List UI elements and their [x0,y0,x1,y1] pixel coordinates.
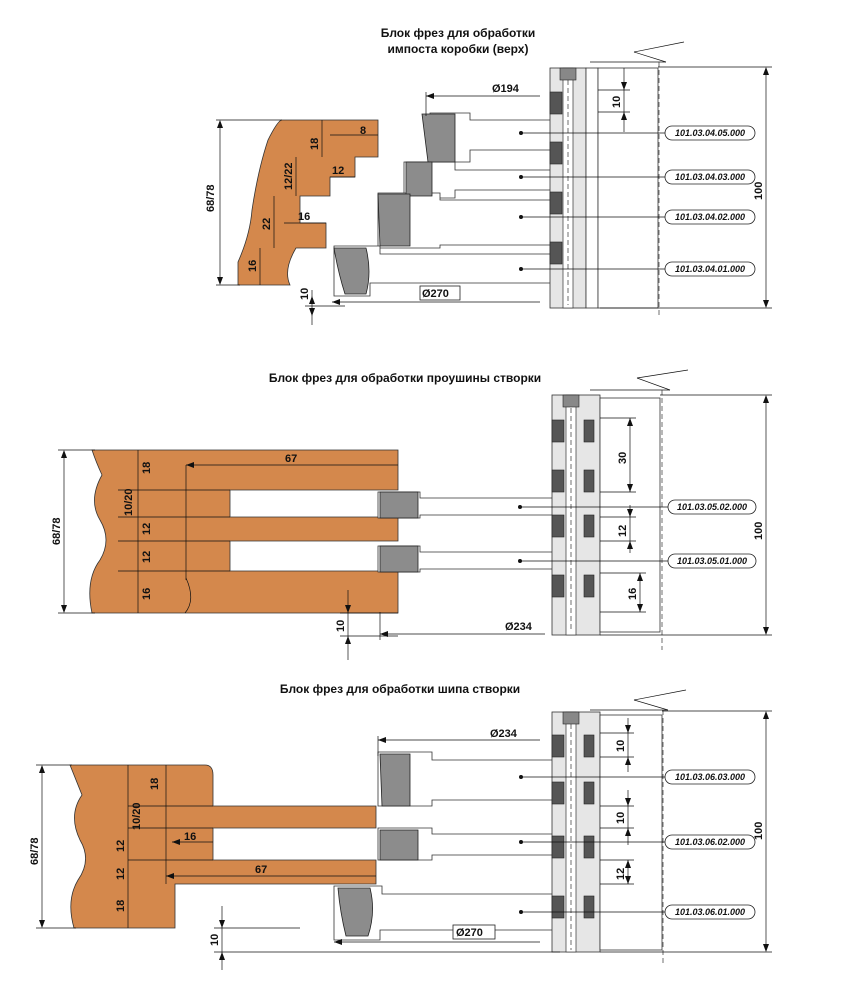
top-part-tag: 101.03.04.03.000 [675,172,745,182]
top-part-tag: 101.03.04.02.000 [675,212,745,222]
bottom-dim-100: 100 [753,822,765,840]
middle-dim-10-bottom: 10 [335,620,347,632]
bottom-part-tag: 101.03.06.01.000 [675,907,745,917]
middle-profile-dims [118,450,398,614]
middle-dim-12a: 12 [141,523,153,535]
bottom-100-dim [600,710,772,953]
bottom-dim-10-right-b: 10 [615,812,627,824]
middle-workpiece-profile [89,449,399,614]
top-profile-dims [259,120,378,285]
bottom-dia-bottom: Ø270 [456,927,483,939]
bottom-dim-18: 18 [149,778,161,790]
top-dim-100: 100 [753,182,765,200]
middle-title: Блок фрез для обработки проушины створки [269,371,541,385]
bottom-dim-16: 16 [184,831,196,843]
top-dim-22: 22 [261,218,273,230]
top-dim-18: 18 [309,138,321,150]
top-height-dim [216,119,282,286]
bottom-10-bottom-dim [214,906,560,970]
top-part-tags: 101.03.04.05.000 101.03.04.03.000 101.03… [664,125,756,277]
section-arrow [590,689,687,711]
middle-dim-30: 30 [617,452,629,464]
middle-dim-12-right: 12 [617,525,629,537]
bottom-dim-67: 67 [255,864,267,876]
bottom-height-dim [36,764,76,929]
middle-cutter-assembly [377,390,668,650]
top-cutter-assembly [333,62,665,316]
top-part-tag: 101.03.04.01.000 [675,264,745,274]
middle-dim-67: 67 [285,453,297,465]
bottom-part-tag: 101.03.06.03.000 [675,772,745,782]
middle-10-bottom-dim [340,590,398,660]
bottom-dim-height: 68/78 [29,837,41,865]
top-10-right-dim [598,68,630,132]
top-workpiece-profile [237,119,379,286]
bottom-dim-12b: 12 [115,868,127,880]
section-arrow [590,369,689,391]
middle-dia-dim [379,612,545,640]
bottom-dim-12a: 12 [115,840,127,852]
bottom-dim-18b: 18 [115,900,127,912]
bottom-dia-top: Ø234 [490,728,518,740]
top-title-line1: Блок фрез для обработки [381,26,536,40]
middle-dim-100: 100 [753,522,765,540]
section-arrow [590,41,685,63]
middle-part-tag: 101.03.05.01.000 [677,556,747,566]
bottom-cutter-assembly [333,710,665,965]
middle-dia: Ø234 [505,621,533,633]
top-dia-bottom: Ø270 [422,288,449,300]
bottom-part-tags: 101.03.06.03.000 101.03.06.02.000 101.03… [664,769,756,920]
middle-dim-16: 16 [141,588,153,600]
top-dim-8: 8 [360,125,366,137]
bottom-section: Блок фрез для обработки шипа створки 18 … [29,682,772,970]
bottom-title: Блок фрез для обработки шипа створки [280,682,520,696]
top-dim-10-right: 10 [611,96,623,108]
middle-dim-16-right: 16 [627,588,639,600]
top-100-dim [600,66,772,309]
middle-part-tag: 101.03.05.02.000 [677,502,747,512]
middle-dim-10-20: 10/20 [123,488,135,516]
top-dim-16b: 16 [247,260,259,272]
bottom-part-tag: 101.03.06.02.000 [675,837,745,847]
middle-dim-height: 68/78 [51,517,63,545]
top-dim-16a: 16 [298,211,310,223]
top-10-bottom-dim [305,290,345,325]
top-dim-10-bottom: 10 [299,288,311,300]
middle-dim-18: 18 [141,462,153,474]
middle-dim-12b: 12 [141,551,153,563]
bottom-dim-10-bottom: 10 [209,934,221,946]
bottom-dim-10-20: 10/20 [131,802,143,830]
bottom-right-dims [600,718,634,885]
top-dim-height: 68/78 [205,184,217,212]
bottom-profile-dims [127,765,376,928]
top-part-tag: 101.03.04.05.000 [675,128,745,138]
top-dim-12: 12 [332,165,344,177]
top-section: Блок фрез для обработки импоста коробки … [205,26,772,325]
bottom-dim-12-right: 12 [615,868,627,880]
top-dia-dims [332,92,540,305]
middle-height-dim [58,449,95,614]
middle-right-dims [600,417,646,613]
middle-part-tags: 101.03.05.02.000 101.03.05.01.000 [667,499,757,569]
bottom-dia-dims [334,736,540,945]
middle-section: Блок фрез для обработки проушины створки… [51,369,772,660]
top-dim-12-22: 12/22 [283,162,295,190]
top-dia-top: Ø194 [492,83,520,95]
bottom-dim-10-right-a: 10 [615,740,627,752]
middle-100-dim [600,394,772,636]
top-title-line2: импоста коробки (верх) [388,42,529,56]
